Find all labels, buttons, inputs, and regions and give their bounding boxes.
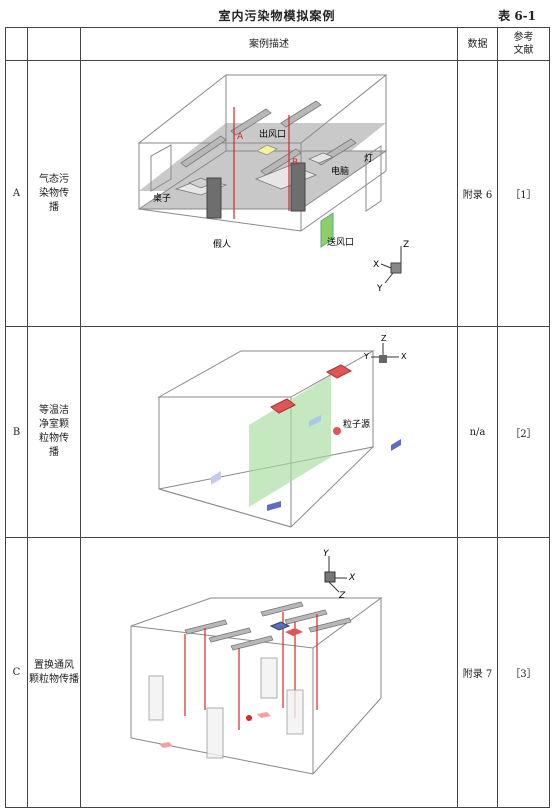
header-description: 案例描述 (80, 27, 458, 61)
axis-z-label: Z (338, 591, 346, 601)
displacement-ventilation-figure: Y X Z (130, 549, 383, 775)
heat-source-box (206, 707, 224, 759)
page-title: 室内污染物模拟案例 (218, 9, 336, 23)
case-reference: ［1］ (497, 60, 550, 327)
case-name-line: 颗粒物传播 (29, 673, 79, 685)
lamp-bar (260, 148, 302, 176)
inlet-light-blue (309, 415, 321, 427)
particle-source (333, 427, 341, 435)
cross-section-plane (249, 375, 331, 507)
cleanroom-figure: 粒子源 Z Y X (157, 334, 407, 528)
lamp-bar (230, 635, 274, 651)
label-computer: 电脑 (331, 165, 349, 177)
case-figure: 出风口 灯 电脑 桌子 假人 送风口 A B Z X Y (80, 60, 458, 327)
case-name-line: 置换通风 (34, 659, 74, 671)
inlet-blue (267, 501, 281, 511)
axis-x-label: X (373, 260, 379, 270)
axis-x-label: X (348, 573, 356, 583)
case-reference: ［3］ (497, 537, 550, 808)
room-box (137, 74, 388, 232)
axis-x-label: X (401, 352, 407, 361)
case-reference: ［2］ (497, 326, 550, 538)
case-name-line: 粒物传 (39, 433, 69, 444)
label-lamp: 灯 (364, 153, 373, 164)
lamp-bar (184, 619, 228, 635)
axis-y-label: Y (323, 549, 330, 559)
case-name-line: 播 (49, 201, 59, 213)
inlet-blue (391, 439, 401, 451)
case-id: B (5, 326, 28, 538)
lamp-bar (284, 609, 328, 625)
header-reference-line1: 参考 (513, 32, 534, 43)
header-id (5, 27, 28, 61)
outlet-vent (255, 144, 279, 156)
header-data: 数据 (457, 27, 498, 61)
header-reference-line2: 文献 (513, 45, 534, 56)
computer-box (307, 152, 335, 164)
table-row: B 等温洁 净室颗 粒物传 播 (5, 326, 550, 538)
case-id: C (5, 537, 28, 808)
lamp-bar (180, 135, 227, 168)
outlet-red (270, 398, 296, 414)
header-reference: 参考 文献 (497, 27, 550, 61)
heat-source-box (260, 657, 278, 699)
label-dummy: 假人 (213, 239, 231, 250)
outlet-blue (269, 621, 291, 631)
floor-vent (257, 712, 271, 718)
lamps (184, 601, 352, 651)
table-header-row: 案例描述 数据 参考 文献 (5, 27, 550, 61)
title-row: 室内污染物模拟案例 表 6-1 (0, 4, 554, 26)
lamp-bar (280, 100, 322, 128)
axis-z-label: Z (381, 334, 387, 343)
outlet-red (325, 364, 353, 379)
particle-source (246, 715, 252, 721)
office-room-figure: 出风口 灯 电脑 桌子 假人 送风口 A B Z X Y (137, 74, 409, 294)
axis-y-label: Y (376, 284, 383, 294)
inlet-faint (211, 471, 221, 485)
dummy-body (290, 162, 306, 212)
table-row: A 气态污 染物传 播 (5, 60, 550, 327)
case-data: 附录 7 (457, 537, 498, 808)
heat-source-box (286, 689, 304, 735)
axis-y-label: Y (363, 352, 369, 361)
axis-triad: Z Y X (363, 334, 407, 363)
axis-triad: Z X Y (373, 240, 409, 294)
case-name: 气态污 染物传 播 (27, 60, 81, 327)
label-source: 粒子源 (343, 418, 370, 430)
axis-z-label: Z (403, 240, 409, 250)
case-data: 附录 6 (457, 60, 498, 327)
label-outlet: 出风口 (259, 128, 286, 140)
case-id: A (5, 60, 28, 327)
case-name: 等温洁 净室颗 粒物传 播 (27, 326, 81, 538)
dummy-body (206, 177, 222, 219)
case-data: n/a (457, 326, 498, 538)
header-name (27, 27, 81, 61)
room-box (130, 597, 383, 775)
label-line-a: A (237, 132, 244, 142)
label-table: 桌子 (153, 192, 171, 204)
outlet-red (285, 628, 303, 636)
floor-vent (159, 742, 173, 748)
lamp-bar (308, 617, 352, 633)
case-name: 置换通风 颗粒物传播 (27, 537, 81, 808)
lamp-bar (260, 601, 304, 617)
cases-table: 案例描述 数据 参考 文献 A 气态污 染物传 播 (5, 27, 550, 808)
lamps (180, 100, 357, 176)
case-figure: 粒子源 Z Y X (80, 326, 458, 538)
table-number: 表 6-1 (498, 9, 536, 23)
case-name-line: 染物传 (39, 187, 69, 199)
case-name-line: 播 (49, 447, 59, 458)
case-figure: Y X Z (80, 537, 458, 808)
heat-source-box (148, 675, 164, 721)
case-name-line: 净室颗 (39, 419, 69, 430)
label-inlet: 送风口 (327, 236, 354, 248)
inlet-vent (320, 212, 334, 248)
axis-triad: Y X Z (323, 549, 356, 601)
lamp-bar (208, 627, 252, 643)
table-row: C 置换通风 颗粒物传播 (5, 537, 550, 808)
label-line-b: B (292, 158, 298, 168)
case-name-line: 等温洁 (39, 405, 69, 416)
case-name-line: 气态污 (39, 173, 69, 185)
